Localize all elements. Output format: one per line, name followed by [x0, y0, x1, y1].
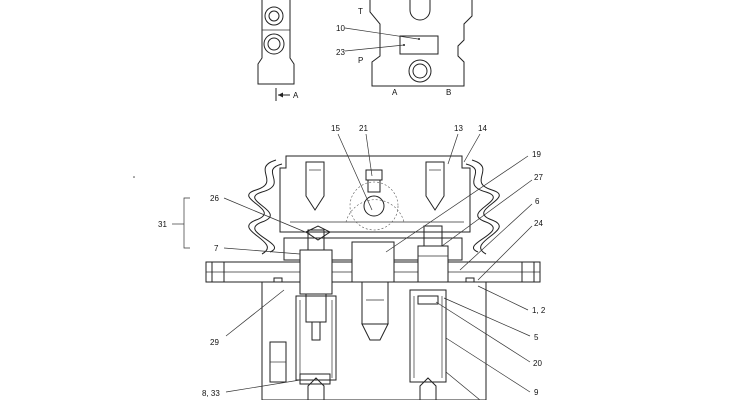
port-b-label: B [446, 88, 451, 97]
callout-5: 5 [534, 333, 539, 342]
callout-24: 24 [534, 219, 543, 228]
callout-10: 10 [336, 24, 345, 33]
callout-7: 7 [214, 244, 219, 253]
side-view: A [257, 0, 299, 101]
callout-29: 29 [210, 338, 219, 347]
callout-14: 14 [478, 124, 487, 133]
callout-27: 27 [534, 173, 543, 182]
block-view: 10 23 T P A B [336, 0, 473, 97]
callout-6: 6 [535, 197, 540, 206]
callout-31: 31 [158, 220, 167, 229]
callout-8-33: 8, 33 [202, 389, 220, 398]
callout-13: 13 [454, 124, 463, 133]
main-assembly [205, 155, 541, 400]
callout-1-2: 1, 2 [532, 306, 546, 315]
leader-lines [172, 133, 533, 400]
port-a-label: A [392, 88, 398, 97]
callout-15: 15 [331, 124, 340, 133]
callout-labels: 15 21 13 14 19 27 6 24 26 31 7 29 1, 2 5… [158, 124, 546, 398]
section-arrow-label: A [293, 91, 299, 100]
callout-26: 26 [210, 194, 219, 203]
port-p-label: P [358, 56, 363, 65]
port-t-label: T [358, 7, 363, 16]
stray-dot [133, 176, 135, 178]
callout-19: 19 [532, 150, 541, 159]
callout-21: 21 [359, 124, 368, 133]
callout-23: 23 [336, 48, 345, 57]
callout-20: 20 [533, 359, 542, 368]
callout-9: 9 [534, 388, 539, 397]
